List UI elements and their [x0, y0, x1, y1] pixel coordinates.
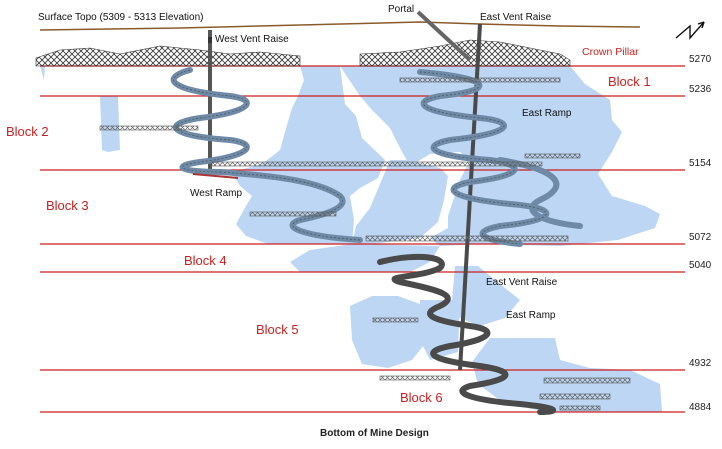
block-1-label: Block 1 [608, 74, 651, 89]
west-ramp-label: West Ramp [190, 188, 242, 199]
block-2-label: Block 2 [6, 124, 49, 139]
north-arrow-icon [675, 21, 705, 40]
elevation-5154: 5154 [689, 158, 712, 169]
elevation-5236: 5236 [689, 84, 712, 95]
east-vent-raise-top-label: East Vent Raise [480, 12, 552, 23]
surface-topo-label: Surface Topo (5309 - 5313 Elevation) [38, 12, 203, 23]
block-6-label: Block 6 [400, 390, 443, 405]
block-5-label: Block 5 [256, 322, 299, 337]
elevation-5072: 5072 [689, 232, 712, 243]
east-vent-raise-lower-label: East Vent Raise [486, 277, 558, 288]
crown-pillar-label: Crown Pillar [582, 46, 639, 58]
west-ramp-portal [192, 173, 239, 179]
elevation-4884: 4884 [689, 402, 712, 413]
east-ramp-lower-label: East Ramp [506, 310, 556, 321]
block-3-label: Block 3 [46, 198, 89, 213]
level-lines [40, 65, 685, 413]
elevation-5040: 5040 [689, 260, 712, 271]
west-vent-raise-label: West Vent Raise [215, 34, 289, 45]
level-drifts [99, 77, 631, 411]
east-ramp-lower [377, 253, 557, 415]
block-4-label: Block 4 [184, 253, 227, 268]
surface-topo [35, 21, 641, 67]
portal-decline [416, 10, 472, 62]
portal-label: Portal [388, 4, 414, 15]
footer-caption: Bottom of Mine Design [320, 428, 429, 439]
east-ramp-upper-label: East Ramp [522, 108, 572, 119]
elevation-4932: 4932 [689, 358, 712, 369]
elevation-5270: 5270 [689, 54, 712, 65]
